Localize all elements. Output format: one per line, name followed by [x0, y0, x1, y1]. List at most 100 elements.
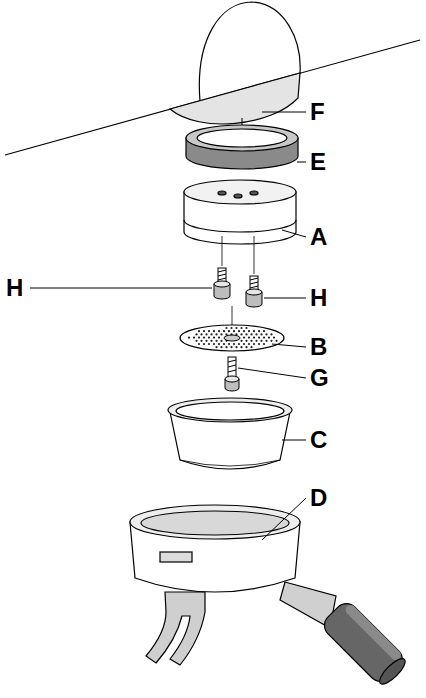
- screen-hole: [255, 340, 257, 342]
- screen-hole: [218, 330, 220, 332]
- screen-hole: [215, 333, 217, 335]
- screen-hole: [250, 333, 252, 335]
- screen-hole: [188, 337, 190, 339]
- leader-line: [262, 498, 306, 540]
- screen-hole: [263, 330, 265, 332]
- screen-hole: [235, 327, 237, 329]
- screen-hole: [245, 327, 247, 329]
- part-letter: F: [310, 100, 325, 124]
- screen-hole: [243, 343, 245, 345]
- screen-hole: [213, 343, 215, 345]
- screen-hole: [220, 333, 222, 335]
- handle-grip: [320, 599, 411, 690]
- screw-hole: [218, 191, 226, 195]
- screen-hole: [265, 333, 267, 335]
- screen-hole: [233, 343, 235, 345]
- screw-thread: [218, 278, 226, 280]
- screw-thread: [228, 370, 236, 372]
- group-head: [5, 2, 420, 155]
- screen-hole: [195, 340, 197, 342]
- screen-hole: [225, 327, 227, 329]
- part-letter: B: [310, 335, 327, 359]
- screen-hole: [258, 330, 260, 332]
- screen-hole: [263, 343, 265, 345]
- holder-groove: [184, 220, 296, 232]
- screw-head-top: [214, 281, 230, 287]
- screen-hole: [198, 343, 200, 345]
- part-letter: C: [310, 428, 327, 452]
- shower-screen: [180, 325, 284, 351]
- screen-hole: [248, 343, 250, 345]
- center-hole: [234, 194, 242, 198]
- screw-head-top: [246, 289, 262, 295]
- screen-hole: [205, 333, 207, 335]
- screen-hole: [248, 337, 250, 339]
- screen-hole: [215, 346, 217, 348]
- screen-hole: [228, 330, 230, 332]
- screen-hole: [200, 340, 202, 342]
- screen-hole: [273, 337, 275, 339]
- basket-rim: [168, 398, 292, 422]
- screw-g: [225, 357, 239, 391]
- screen-hole: [203, 343, 205, 345]
- screen-hole: [198, 337, 200, 339]
- screw-hole: [250, 191, 258, 195]
- shower-holder: [184, 180, 296, 244]
- gasket-hole: [197, 129, 287, 147]
- screen-hole: [240, 340, 242, 342]
- screw-thread: [218, 274, 226, 276]
- screen-hole: [265, 340, 267, 342]
- screen-hole: [220, 346, 222, 348]
- spout: [146, 592, 205, 665]
- screen-hole: [245, 333, 247, 335]
- screw-head-top: [225, 376, 239, 382]
- screen-hole: [263, 337, 265, 339]
- screen-disc: [180, 325, 284, 351]
- screen-hole: [270, 340, 272, 342]
- screen-hole: [195, 333, 197, 335]
- screen-hole: [275, 340, 277, 342]
- screen-hole: [193, 337, 195, 339]
- screen-hole: [258, 343, 260, 345]
- screen-hole: [210, 340, 212, 342]
- screw-thread: [218, 270, 226, 272]
- leader-line: [264, 298, 306, 299]
- basket-bottom: [180, 460, 280, 466]
- screen-hole: [213, 330, 215, 332]
- screen-hole: [208, 343, 210, 345]
- screen-hole: [238, 343, 240, 345]
- axis-line: [254, 236, 255, 274]
- gasket-top: [186, 125, 298, 151]
- group-head-underside: [170, 73, 300, 124]
- part-letter: H: [6, 276, 23, 300]
- leader-line: [30, 288, 212, 289]
- screw-thread: [250, 278, 258, 280]
- screen-hole: [253, 337, 255, 339]
- screen-hole: [223, 330, 225, 332]
- screen-hole: [260, 333, 262, 335]
- part-letter: H: [310, 286, 327, 310]
- grip-cap: [376, 655, 409, 688]
- screen-hole: [225, 346, 227, 348]
- screen-hole: [205, 340, 207, 342]
- screen-hole: [213, 337, 215, 339]
- leader-lines: [30, 112, 306, 540]
- portafilter-rim: [130, 505, 300, 539]
- leader-line: [262, 112, 306, 113]
- holder-top: [184, 180, 296, 204]
- screen-hole: [198, 330, 200, 332]
- gasket: [186, 125, 298, 169]
- screen-hole: [245, 346, 247, 348]
- grip-highlight: [344, 603, 403, 662]
- screen-hole: [268, 337, 270, 339]
- leader-line: [238, 368, 306, 378]
- part-letter: D: [310, 486, 327, 510]
- screen-hole: [218, 337, 220, 339]
- screen-hole: [250, 340, 252, 342]
- basket-clip: [160, 552, 192, 562]
- axis-line: [222, 236, 223, 266]
- screen-hole: [235, 346, 237, 348]
- screen-hole: [208, 330, 210, 332]
